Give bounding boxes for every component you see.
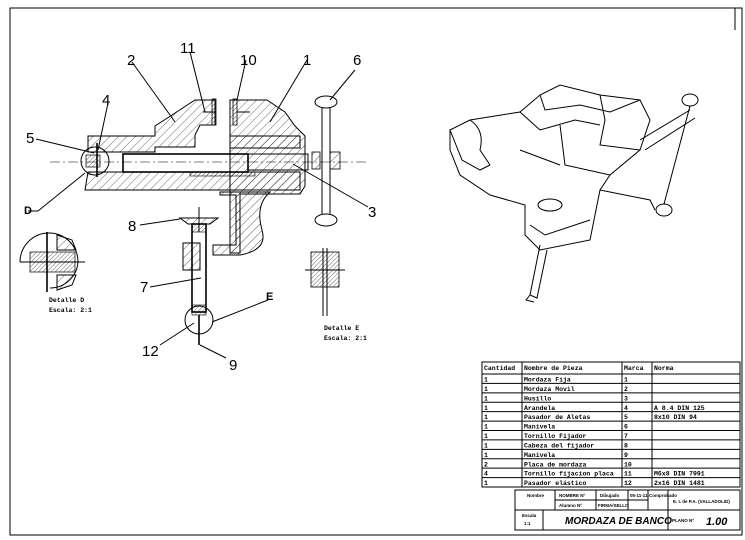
table-cell: 12 — [624, 480, 632, 487]
table-cell: 1 — [484, 433, 488, 440]
table-cell: Manivela — [524, 452, 555, 459]
callout-4: 4 — [102, 92, 110, 109]
callout-7: 7 — [140, 279, 148, 296]
table-cell: 1 — [484, 377, 488, 384]
tb-plano: 1.00 — [706, 516, 728, 528]
callout-9: 9 — [229, 357, 237, 374]
moving-jaw — [87, 99, 216, 153]
tb-alumno: Alumno Nº — [559, 503, 582, 508]
detail-d-title: Detalle D — [49, 297, 84, 304]
table-cell: Mordaza Fija — [524, 377, 571, 384]
table-cell: 8 — [624, 442, 628, 449]
handle-knob — [314, 213, 338, 227]
table-header: Marca — [624, 365, 644, 372]
jaw-plate — [232, 98, 238, 126]
callout-5: 5 — [26, 130, 34, 147]
drawing-title: MORDAZA DE BANCO — [565, 516, 672, 527]
table-cell: 9 — [624, 452, 628, 459]
tb-nombre-n: NOMBRE Nº — [559, 493, 585, 498]
table-header: Norma — [654, 365, 674, 372]
table-cell: M6x8 DIN 7991 — [654, 471, 705, 478]
table-cell: Arandela — [524, 405, 555, 412]
spindle — [122, 153, 249, 173]
detail-e-scale: Escala: 2:1 — [324, 335, 367, 342]
callout-10: 10 — [240, 52, 257, 69]
table-cell: Tornillo fijacion placa — [524, 471, 614, 478]
table-cell: 1 — [484, 424, 488, 431]
table-cell: 7 — [624, 433, 628, 440]
table-cell: 1 — [484, 442, 488, 449]
tb-escala-label: Escala — [522, 513, 537, 518]
section-view: 2 11 10 1 6 4 5 D 3 8 7 E 12 9 — [24, 40, 376, 374]
table-cell: 1 — [484, 414, 488, 421]
tb-date: 05-11-11 — [630, 493, 648, 498]
table-cell: Mordaza Movil — [524, 386, 575, 393]
table-cell: Husillo — [524, 395, 551, 402]
table-cell: Pasador de Aletas — [524, 414, 590, 421]
detail-d-circle — [80, 146, 110, 176]
tb-escala: 1:1 — [524, 521, 531, 526]
table-cell: A 8.4 DIN 125 — [654, 405, 705, 412]
detail-d: Detalle D Escala: 2:1 — [19, 232, 92, 314]
detail-e-circle — [184, 305, 214, 335]
title-block: Nombre NOMBRE Nº Alumno Nº Dibujado FIRM… — [514, 489, 741, 531]
callout-e: E — [266, 291, 273, 303]
table-cell: 11 — [624, 471, 632, 478]
table-cell: 4 — [484, 471, 488, 478]
detail-d-scale: Escala: 2:1 — [49, 307, 92, 314]
table-cell: 1 — [484, 452, 488, 459]
fixed-jaw-foot — [212, 191, 272, 256]
table-cell: 3 — [624, 395, 628, 402]
tb-plano-label: PLANO Nº — [672, 518, 694, 523]
table-cell: Manivela — [524, 424, 555, 431]
table-cell: Placa de mordaza — [524, 461, 587, 468]
table-cell: Tornillo Fijador — [524, 433, 587, 440]
detail-e: Detalle E Escala: 2:1 — [305, 248, 367, 342]
table-cell: Cabeza del fijador — [524, 442, 594, 449]
table-header: Nombre de Pieza — [524, 365, 583, 372]
tb-school: E. I. de P.A. (VALLADOLID) — [673, 499, 730, 504]
table-cell: 1 — [484, 480, 488, 487]
callout-2: 2 — [127, 52, 135, 69]
tb-dibujado: Dibujado — [600, 493, 619, 498]
callout-12: 12 — [142, 343, 159, 360]
callout-d: D — [24, 205, 32, 217]
table-cell: 2 — [484, 461, 488, 468]
table-cell: 5 — [624, 414, 628, 421]
callout-3: 3 — [368, 204, 376, 221]
callout-8: 8 — [128, 218, 136, 235]
table-cell: 1 — [484, 386, 488, 393]
handle-knob — [314, 95, 338, 109]
callout-11: 11 — [180, 40, 196, 57]
tb-comprobado: Comprobado — [649, 493, 677, 498]
table-cell: 2 — [624, 386, 628, 393]
table-cell: 1 — [624, 377, 628, 384]
callout-6: 6 — [353, 52, 361, 69]
table-cell: 10 — [624, 461, 632, 468]
table-cell: 8x10 DIN 94 — [654, 414, 697, 421]
table-cell: 4 — [624, 405, 628, 412]
table-header: Cantidad — [484, 365, 515, 372]
tb-firma: FIRMA/SELLO — [598, 503, 629, 508]
table-cell: 6 — [624, 424, 628, 431]
tb-nombre: Nombre — [527, 493, 544, 498]
table-cell: 1 — [484, 395, 488, 402]
detail-e-title: Detalle E — [324, 325, 359, 332]
table-cell: Pasador elástico — [524, 480, 587, 487]
table-cell: 2x16 DIN 1481 — [654, 480, 705, 487]
sheet-border — [9, 7, 743, 536]
callout-1: 1 — [303, 52, 311, 69]
isometric-view — [449, 84, 699, 303]
table-cell: 1 — [484, 405, 488, 412]
